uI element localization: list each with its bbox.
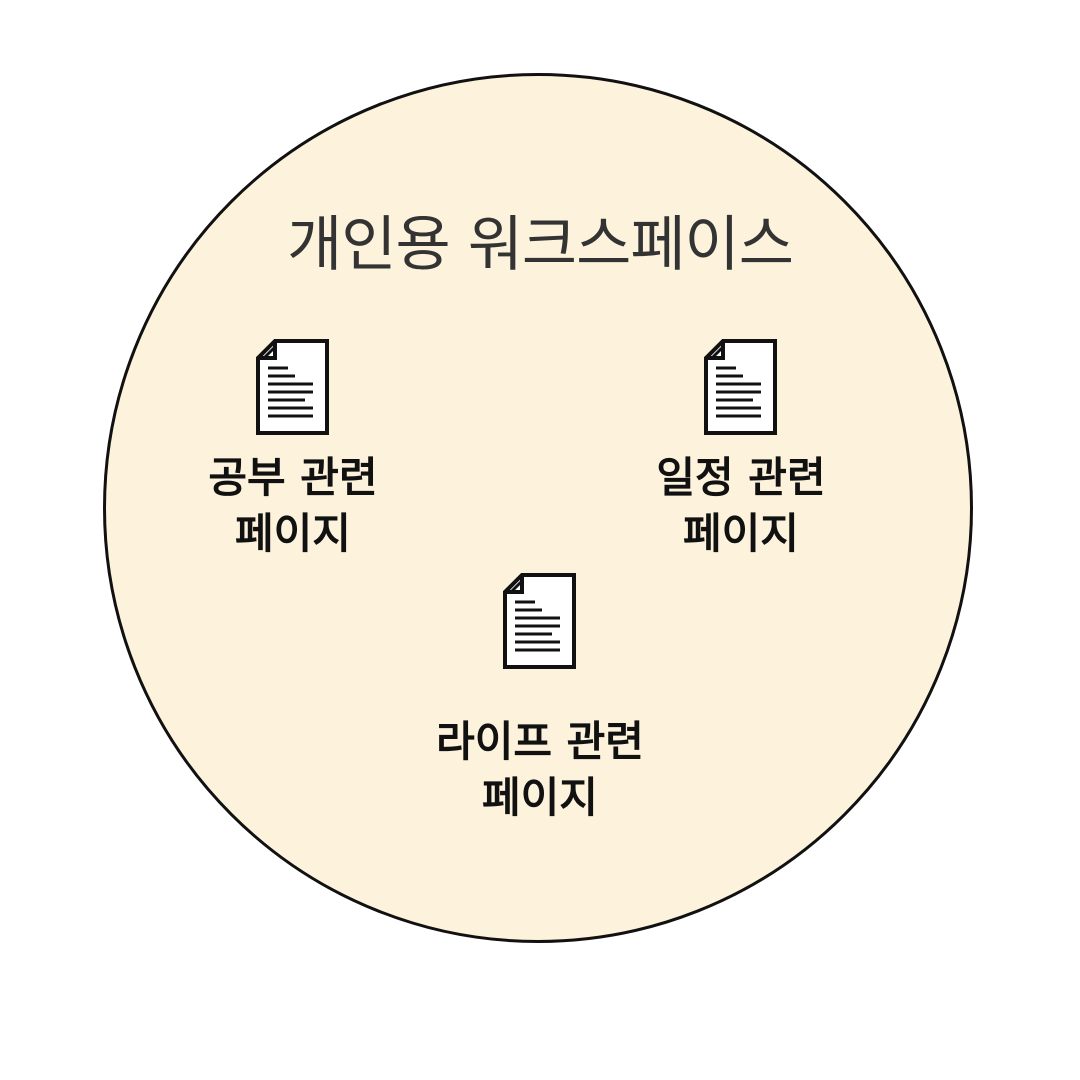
page-label-line-1: 라이프 관련 (436, 717, 644, 766)
page-node-study: 공부 관련 페이지 (143, 338, 443, 562)
page-label-line-1: 공부 관련 (208, 453, 378, 502)
page-label: 공부 관련 페이지 (208, 450, 377, 562)
page-label: 일정 관련 페이지 (656, 450, 825, 562)
page-label: 라이프 관련 페이지 (436, 714, 644, 826)
workspace-title: 개인용 워크스페이스 (287, 210, 794, 280)
document-icon (503, 573, 576, 669)
page-label-line-1: 일정 관련 (656, 453, 826, 502)
page-node-schedule: 일정 관련 페이지 (591, 338, 891, 562)
workspace-circle (103, 73, 973, 943)
page-label-line-2: 페이지 (482, 773, 598, 822)
document-icon (256, 339, 329, 435)
page-node-life: 라이프 관련 페이지 (390, 572, 690, 826)
page-label-line-2: 페이지 (683, 509, 799, 558)
document-icon (704, 339, 777, 435)
page-label-line-2: 페이지 (235, 509, 351, 558)
